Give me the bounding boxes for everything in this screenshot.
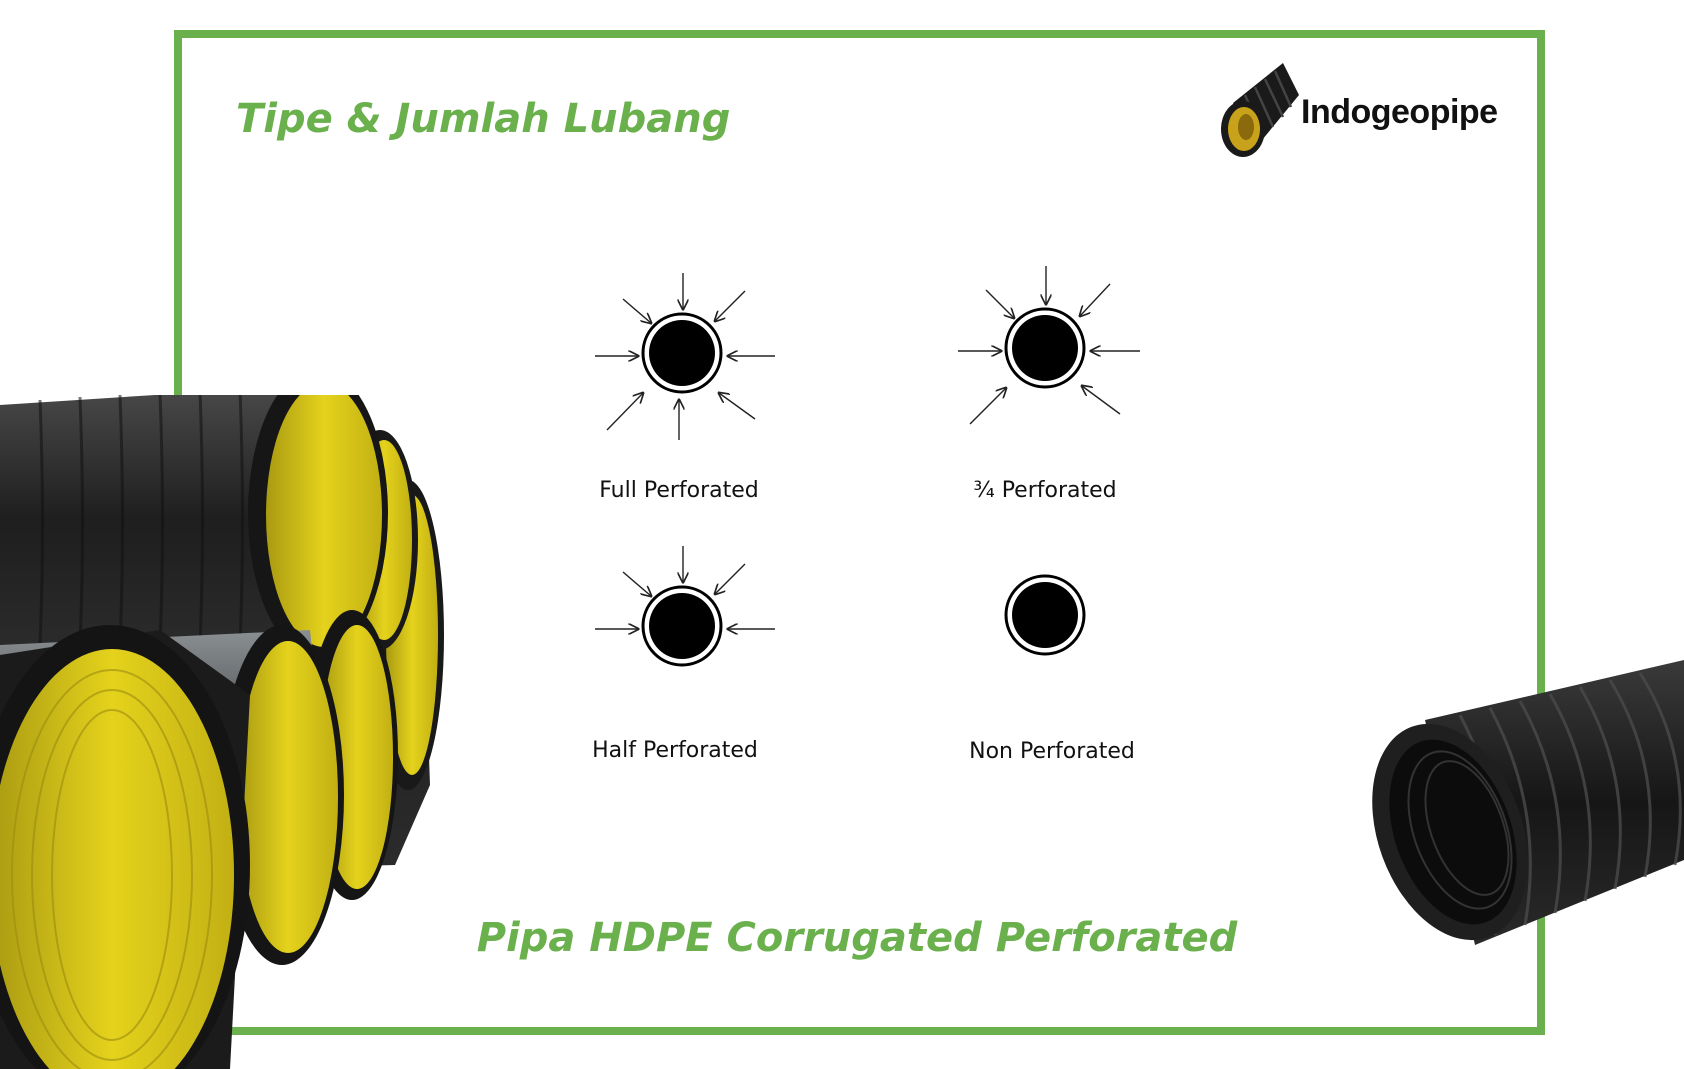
brand-name: Indogeopipe	[1301, 93, 1498, 131]
diagram-label-three-quarter: ¾ Perforated	[973, 478, 1117, 503]
three-quarter-perforated-diagram	[958, 266, 1140, 425]
brand-logo: Indogeopipe	[1215, 55, 1515, 165]
diagram-label-half: Half Perforated	[592, 738, 758, 763]
stacked-pipes-photo	[0, 395, 444, 1069]
half-perforated-diagram	[595, 546, 775, 667]
corrugated-pipe-logo-icon	[1221, 63, 1299, 157]
footer-title: Pipa HDPE Corrugated Perforated	[476, 915, 1238, 961]
corrugated-pipe-photo	[1372, 660, 1684, 945]
non-perforated-diagram	[1004, 574, 1086, 656]
diagram-label-full: Full Perforated	[599, 478, 759, 503]
page-heading: Tipe & Jumlah Lubang	[236, 96, 731, 142]
diagram-label-non: Non Perforated	[969, 739, 1135, 764]
full-perforated-diagram	[595, 273, 775, 440]
